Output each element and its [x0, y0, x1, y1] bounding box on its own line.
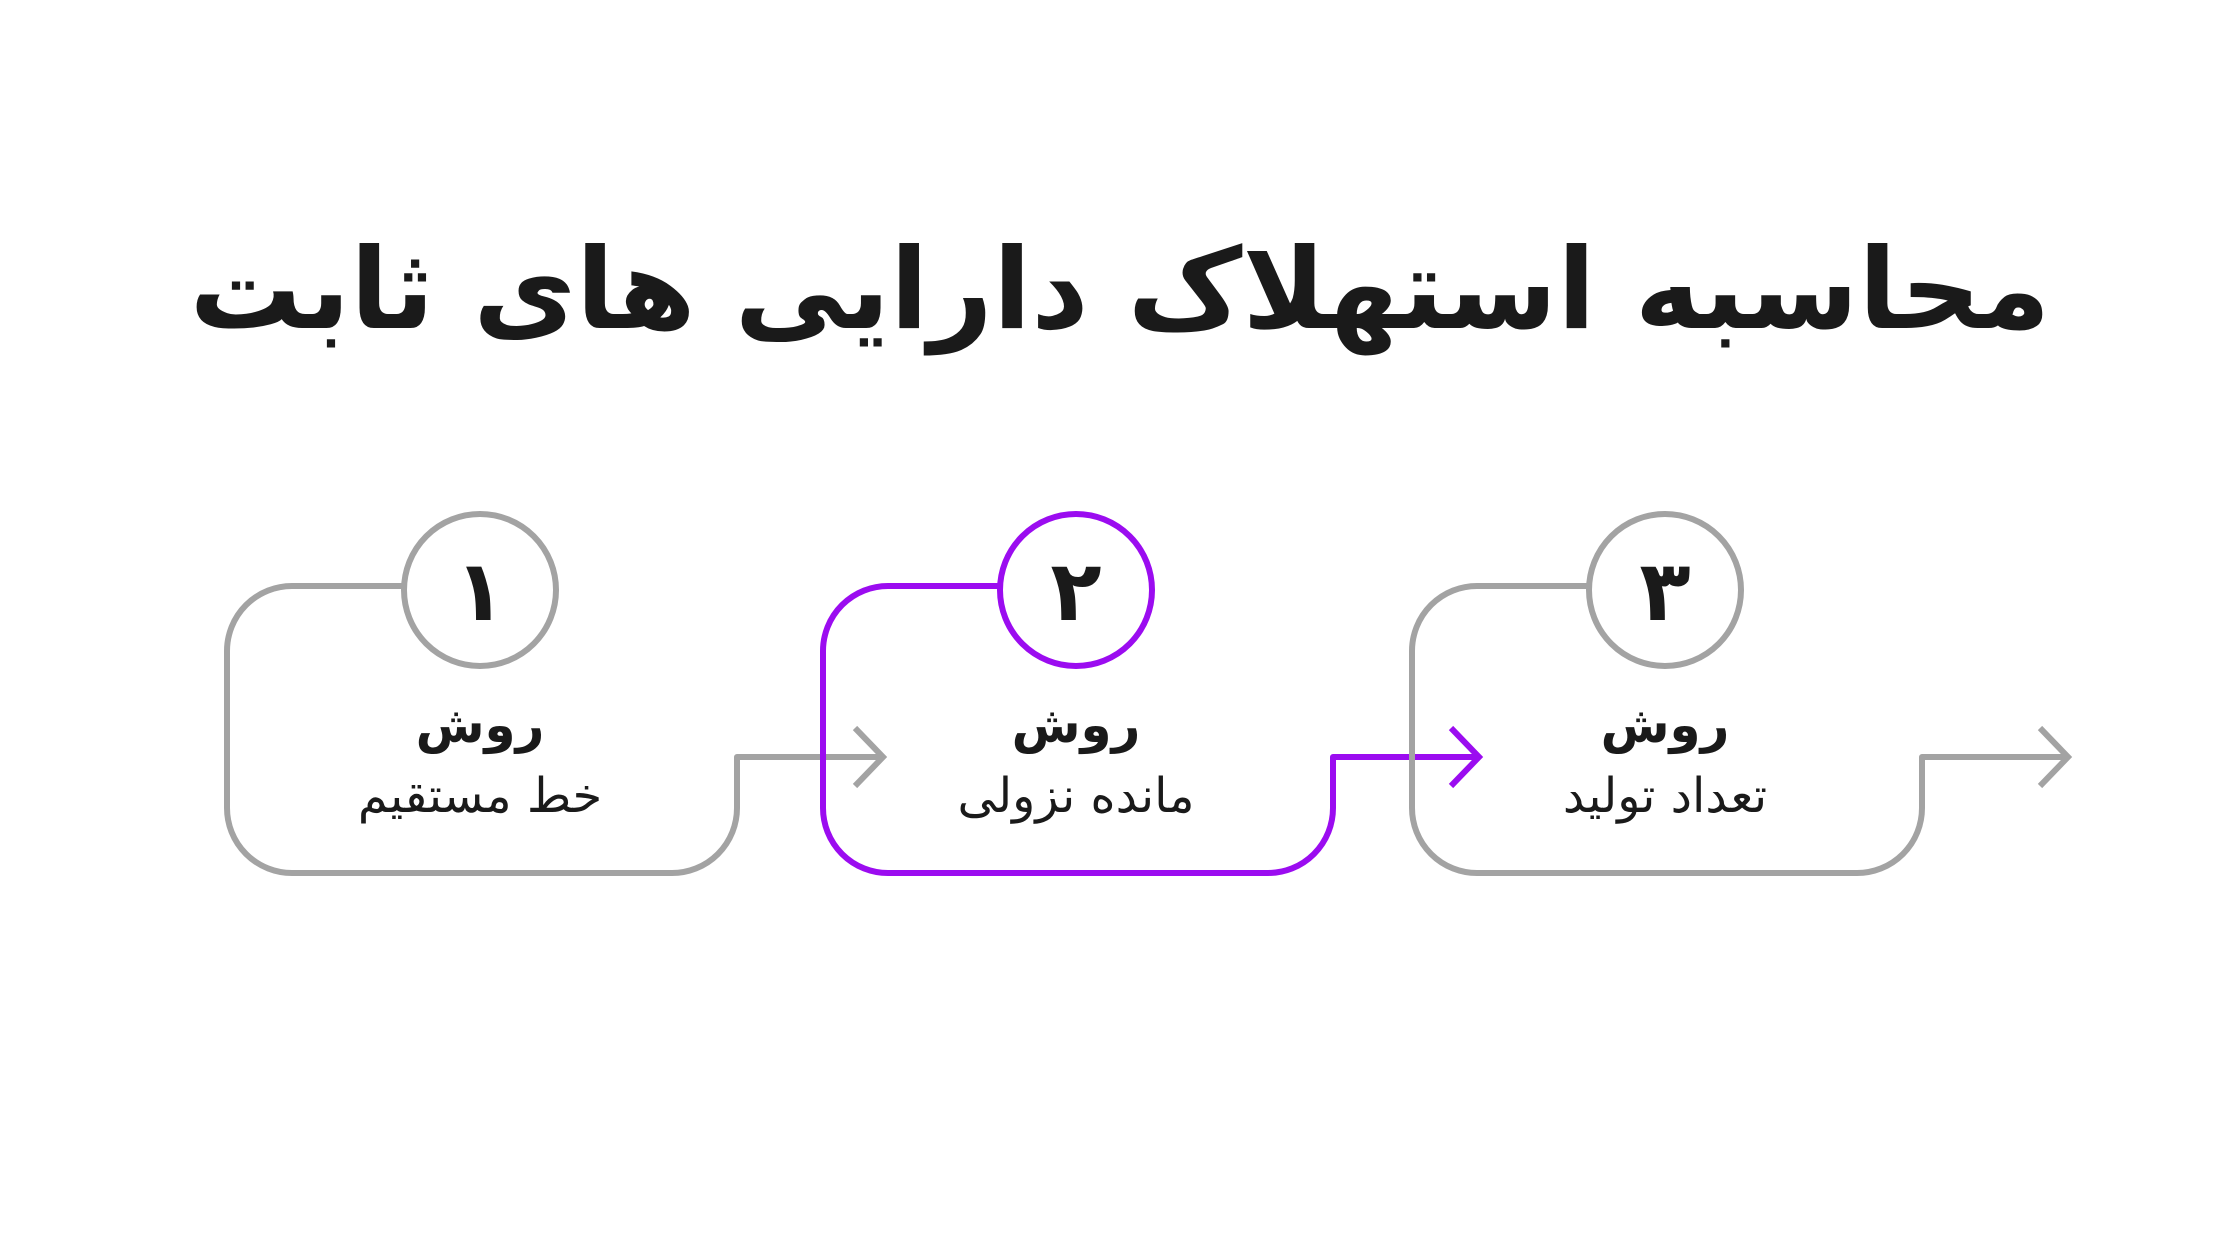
arrow-right-icon: [852, 725, 888, 789]
step-number-circle: [401, 511, 559, 669]
step-number-circle: [1586, 511, 1744, 669]
step-number: ۲: [1050, 542, 1101, 640]
step-3: ۳ روش تعداد تولید: [1409, 511, 2073, 876]
page-title: محاسبه استهلاک دارایی های ثابت: [189, 225, 2051, 355]
step-2: ۲ روش مانده نزولی: [820, 511, 1484, 876]
step-frame: [1409, 583, 2068, 876]
arrow-right-icon: [1448, 725, 1484, 789]
step-number: ۱: [454, 542, 505, 640]
step-frame: [820, 583, 1479, 876]
step-number: ۳: [1639, 542, 1690, 640]
step-method-name: خط مستقیم: [358, 768, 602, 824]
step-number-circle: [997, 511, 1155, 669]
step-label: روش: [1012, 696, 1141, 755]
step-frame: [224, 583, 883, 876]
step-method-name: تعداد تولید: [1563, 768, 1767, 824]
step-label: روش: [1601, 696, 1730, 755]
step-label: روش: [416, 696, 545, 755]
step-method-name: مانده نزولی: [958, 768, 1195, 824]
arrow-right-icon: [2037, 725, 2073, 789]
step-1: ۱ روش خط مستقیم: [224, 511, 888, 876]
